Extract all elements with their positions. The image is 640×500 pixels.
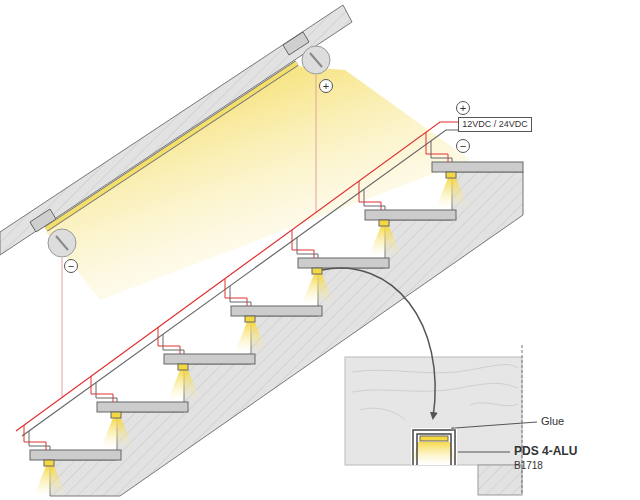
profile-light (412, 442, 456, 465)
end-cap (302, 46, 330, 74)
leader-line (455, 422, 537, 428)
stair-body (50, 172, 523, 496)
polarity-sign: + (460, 103, 466, 114)
wire (62, 258, 63, 397)
polarity-circle: − (64, 259, 78, 273)
end-cap (56, 236, 68, 250)
groove (411, 428, 457, 465)
polarity-circle: − (456, 139, 470, 153)
detail-arrow (322, 268, 435, 418)
glue-dot (451, 427, 455, 431)
wall (0, 5, 352, 255)
handrail (46, 63, 297, 229)
polarity-circle: + (319, 79, 333, 93)
part-name: PDS 4-ALU (514, 445, 577, 458)
polarity-circle: + (456, 101, 470, 115)
end-cap (48, 229, 76, 257)
part-number: B1718 (514, 460, 543, 471)
supply-box: 12VDC / 24VDC (458, 117, 532, 132)
polarity-sign: + (323, 81, 329, 92)
handrail-led (46, 63, 297, 229)
leader-line (458, 452, 510, 453)
cut-line (522, 345, 523, 495)
wire (316, 75, 317, 212)
callout-label: Glue (541, 415, 564, 427)
end-cap (310, 53, 322, 67)
polarity-sign: − (68, 261, 74, 272)
voltage-label: 12VDC / 24VDC (462, 120, 528, 129)
led-strip (420, 436, 448, 441)
pds-profile (413, 430, 455, 465)
polarity-sign: − (460, 141, 466, 152)
